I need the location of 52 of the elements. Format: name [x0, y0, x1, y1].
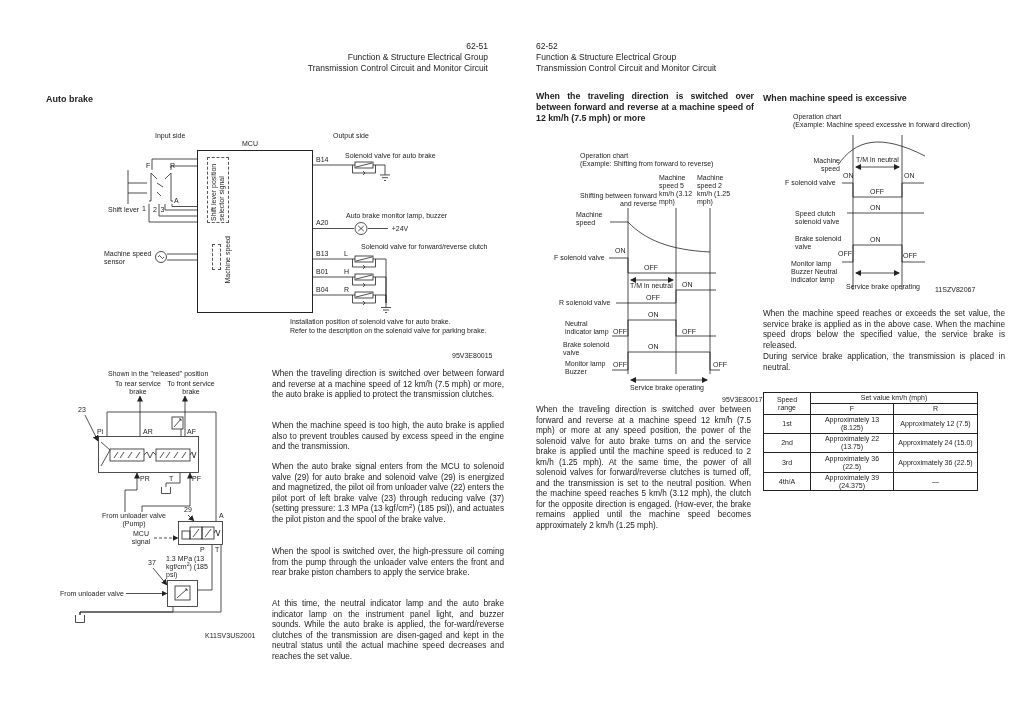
connector-line [166, 259, 198, 261]
page-header: Transmission Control Circuit and Monitor Circuit [306, 63, 488, 74]
paragraph: At this time, the neutral indicator lamp and the auto brake indicator lamp on the instrument panel light, and buzzer sounds. While the auto brake is applied, the for-ward/reverse clutches of the transmission are disen-gaged and kept in the neutral status until the actual machine speed decreases and reaches the set value. [272, 599, 504, 662]
arrow [187, 514, 195, 522]
connector-line [375, 164, 386, 171]
connector-line [312, 276, 353, 278]
reducing-valve [167, 580, 198, 607]
connector-line [170, 165, 198, 171]
ground-symbol [380, 170, 390, 181]
connector-line [312, 258, 353, 260]
paragraph: When the traveling direction is switched over between forward and reverse at a machine speed of 12 km/h (7.5 mph) or more, the auto brake is applied to protect the transmission clutches. [272, 369, 504, 401]
lamp-symbol [354, 222, 368, 235]
paragraph: When the spool is switched over, the high-pressure oil coming from the pump through the unloader valve enters the front and rear brake piston chambers to apply the service brake. [272, 547, 504, 579]
connector-line [165, 472, 181, 488]
connector-line [375, 294, 387, 304]
solenoid-coil [352, 161, 376, 175]
section-heading: When the traveling direction is switched over between forward and reverse at a machine speed of 12 km/h (7.5 mph) or more [536, 91, 754, 124]
connector-line [106, 411, 217, 522]
connector-line [312, 164, 353, 166]
connector-line [367, 228, 389, 229]
connector-line [158, 203, 198, 217]
solenoid-coil [352, 291, 376, 305]
section-heading: When machine speed is excessive [763, 93, 907, 104]
connector-line [197, 544, 213, 591]
connector-line [79, 606, 174, 616]
tank-symbol [161, 487, 171, 494]
connector-line [166, 253, 198, 255]
paragraph: When the machine speed is too high, the auto brake is applied also to prevent troubles caused by excess speed in the engine and the transmission. [272, 421, 504, 453]
connector-line [312, 294, 353, 296]
connector-line [164, 203, 198, 211]
paragraph: During service brake application, the transmission is placed in neutral. [763, 352, 1005, 373]
connector-line [171, 203, 198, 207]
paragraph: When the traveling direction is switched over between forward and reverse at a machine speed 12 km/h (7.5 mph) or more at any speed position, the power of the solenoid valve for auto brake turns on and the service brake is applied until the machine speed is reduced to 2 km/h (1.25 mph). At the same time, the power of all solenoid valves for forward/reverse clutches is turned off, and the transmission is set to the neutral position. When the machine speed reaches 5 km/h (3.12 mph), the clutch for the opposite direction is engaged. (How-ever, the brake remains applied until the machine speed becomes approximately 2 km/h (1.25 mph). [536, 405, 751, 531]
page-header: Function & Structure Electrical Group [536, 52, 677, 63]
solenoid-coil [352, 255, 376, 269]
solenoid-coil [352, 273, 376, 287]
ground-symbol [381, 303, 391, 313]
page-header: 62-51 [465, 41, 488, 52]
connector-line [151, 158, 198, 171]
page-header: Transmission Control Circuit and Monitor Circuit [536, 63, 717, 74]
connector-line [312, 228, 355, 229]
paragraph: When the auto brake signal enters from the MCU to solenoid valve (29) for auto brake and solenoid valve (29) is energized and magnetized, the pilot oil from unloader valve (22) enters the pilot port of left brake valve (23) through reducing valve (37) (setting pressure: 1.3 MPa (13 kgf/cm$^{2}$) (185 psi)), and actuates the pilot piston and the spool of the brake valve. [272, 462, 504, 525]
connector-line [148, 203, 198, 223]
brake-valve [98, 436, 199, 473]
speed-sensor-symbol [155, 251, 167, 263]
page-header: 62-52 [536, 41, 558, 52]
tank-symbol [75, 615, 85, 623]
selector-switch [147, 170, 175, 204]
page-title: Auto brake [46, 94, 93, 105]
paragraph: When the machine speed reaches or exceeds the set value, the service brake is applied as in the above case. When the machine speed drops below the specified value, the service brake is released. [763, 309, 1005, 351]
page-header: Function & Structure Electrical Group [346, 52, 488, 63]
solenoid-valve [178, 521, 223, 545]
